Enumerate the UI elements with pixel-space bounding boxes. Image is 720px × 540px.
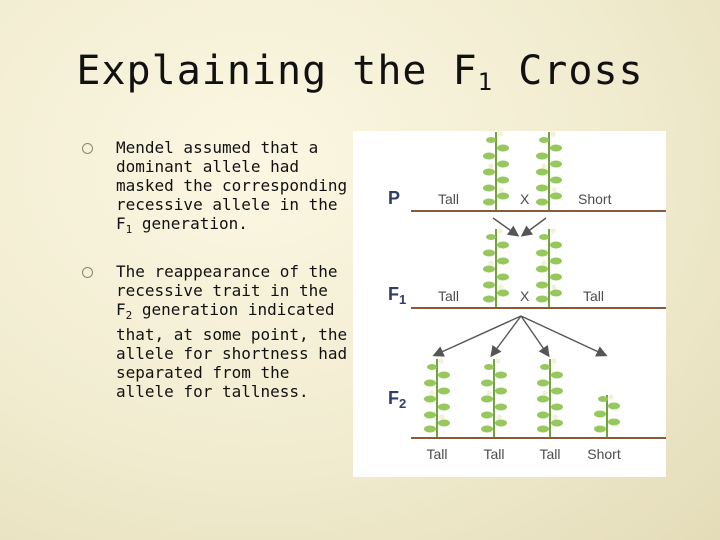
bullet-item: Mendel assumed that a dominant allele ha… xyxy=(82,138,350,239)
slide-title: Explaining the F1 Cross xyxy=(76,48,644,96)
f1-cross-symbol: X xyxy=(520,288,530,304)
bullet-circle-icon xyxy=(82,267,93,279)
tall-plant-icon xyxy=(423,357,451,438)
bullet-circle-icon xyxy=(82,143,93,154)
cross-arrow xyxy=(520,217,547,237)
f1-right-label: Tall xyxy=(583,288,604,304)
f2-plant-label: Tall xyxy=(483,446,504,462)
p-generation-row: P Tall X Short xyxy=(388,131,666,212)
tall-plant-icon xyxy=(482,131,510,211)
bullet-list: Mendel assumed that a dominant allele ha… xyxy=(82,138,350,424)
f2-arrows xyxy=(432,315,608,358)
short-plant-icon xyxy=(593,393,621,438)
p-left-label: Tall xyxy=(438,191,459,207)
f2-plant-label: Short xyxy=(587,446,621,462)
tall-plant-icon xyxy=(536,357,564,438)
bullet-item: The reappearance of the recessive trait … xyxy=(82,262,350,401)
f1-generation-row: F1 Tall X Tall xyxy=(388,227,666,309)
f2-generation-label: F2 xyxy=(388,388,406,411)
f1-left-label: Tall xyxy=(438,288,459,304)
f1-generation-label: F1 xyxy=(388,284,406,307)
pea-cross-diagram: P Tall X Short F1 Tall X Tall F2 xyxy=(388,131,666,462)
cross-arrow xyxy=(492,217,520,237)
tall-plant-icon xyxy=(535,131,563,211)
f2-plant-label: Tall xyxy=(539,446,560,462)
p-right-label: Short xyxy=(578,191,612,207)
p-generation-label: P xyxy=(388,188,400,208)
pea-cross-figure: P Tall X Short F1 Tall X Tall F2 xyxy=(353,131,666,477)
f2-plant-label: Tall xyxy=(426,446,447,462)
p-cross-symbol: X xyxy=(520,191,530,207)
f2-generation-row: F2 Tall Tall Tall Short xyxy=(388,357,666,462)
tall-plant-icon xyxy=(480,357,508,438)
tall-plant-icon xyxy=(482,227,510,308)
tall-plant-icon xyxy=(535,227,563,308)
